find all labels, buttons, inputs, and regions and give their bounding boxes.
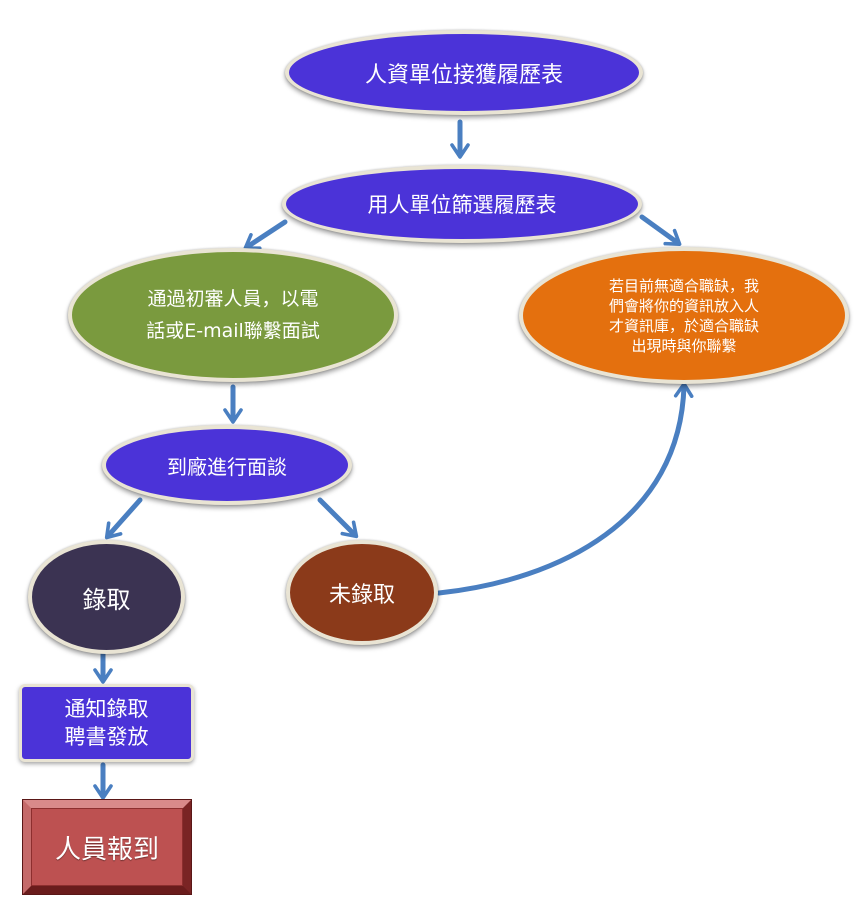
node-notify-offer-line-2: 聘書發放	[64, 725, 149, 749]
node-interview-label: 到廠進行面談	[167, 454, 287, 479]
node-passed-screening: 通過初審人員，以電 話或E-mail聯繫面試	[68, 248, 398, 382]
arrow-interview-to-hired	[104, 497, 143, 540]
node-interview: 到廠進行面談	[102, 425, 352, 505]
node-notify-offer-line-1: 通知錄取	[64, 697, 149, 721]
node-hired-label: 錄取	[82, 585, 131, 614]
node-report-duty: 人員報到	[23, 800, 191, 894]
node-report-duty-label: 人員報到	[54, 834, 159, 865]
node-no-opening: 若目前無適合職缺，我 們會將你的資訊放入人 才資訊庫，於適合職缺 出現時與你聯繫	[519, 247, 849, 384]
node-not-hired-label: 未錄取	[328, 582, 395, 608]
node-report-duty-face: 人員報到	[31, 808, 183, 886]
node-passed-screening-line-2: 話或E-mail聯繫面試	[146, 320, 320, 342]
node-screen-resume-label: 用人單位篩選履歷表	[367, 193, 557, 217]
arrow-interview-to-not-hired	[317, 497, 359, 539]
node-passed-screening-line-1: 通過初審人員，以電	[147, 288, 319, 310]
arrow-screen-to-no-opening	[639, 214, 682, 246]
node-no-opening-line-3: 才資訊庫，於適合職缺	[608, 316, 759, 335]
node-no-opening-line-1: 若目前無適合職缺，我	[608, 276, 759, 295]
node-not-hired: 未錄取	[286, 540, 438, 645]
node-hired: 錄取	[28, 540, 185, 654]
arrow-not-hired-to-no-opening	[436, 382, 694, 596]
node-notify-offer: 通知錄取 聘書發放	[19, 684, 194, 762]
arrow-screen-to-passed	[243, 219, 288, 250]
node-screen-resume: 用人單位篩選履歷表	[282, 165, 642, 243]
node-receive-resume: 人資單位接獲履歷表	[285, 30, 643, 115]
node-receive-resume-label: 人資單位接獲履歷表	[364, 62, 563, 88]
node-no-opening-line-2: 們會將你的資訊放入人	[608, 296, 759, 315]
node-no-opening-line-4: 出現時與你聯繫	[631, 336, 737, 355]
